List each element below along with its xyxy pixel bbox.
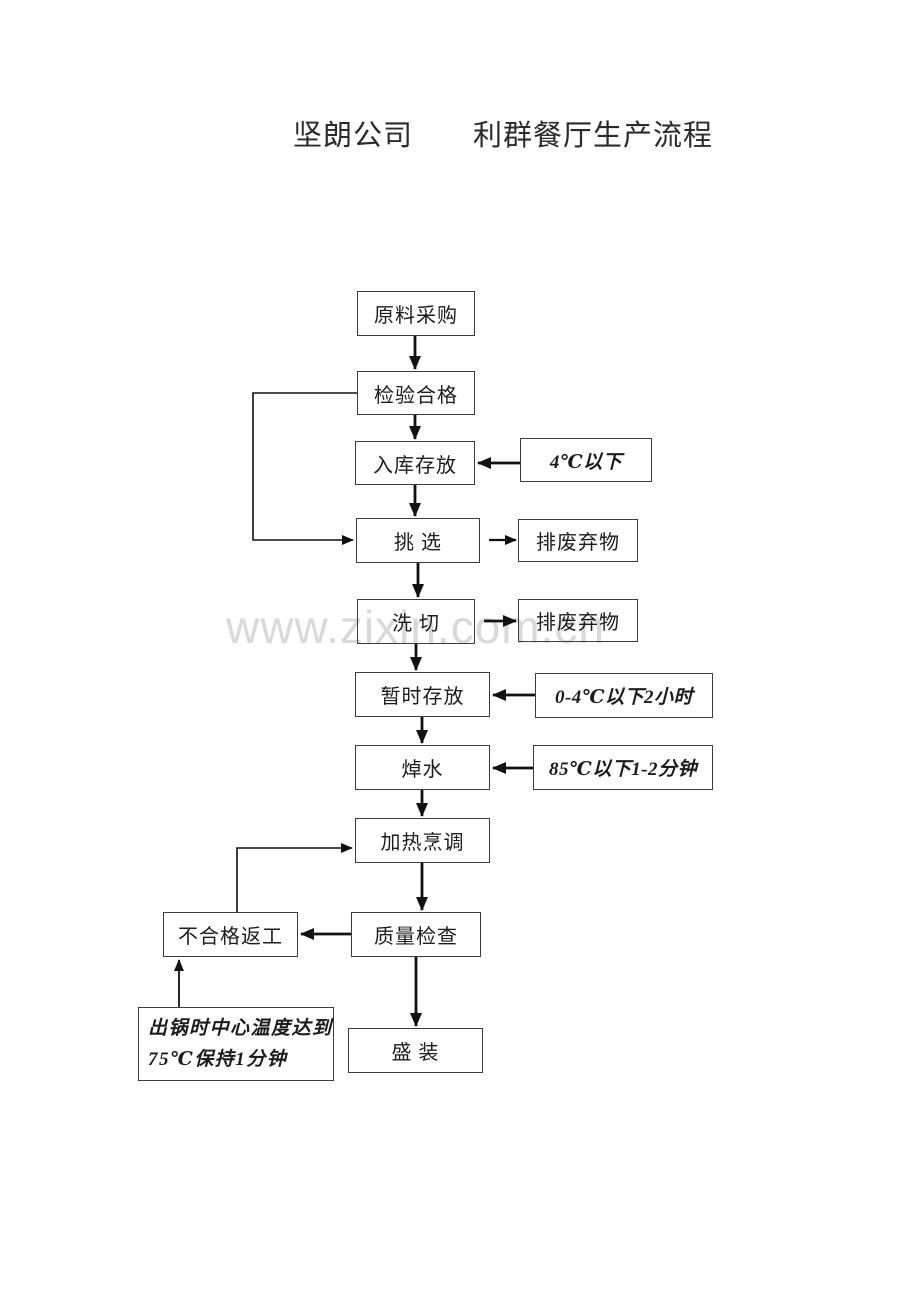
flow-step-blanching: 焯水 bbox=[355, 745, 490, 790]
flow-note-plating-temp: 出锅时中心温度达到 75℃保持1分钟 bbox=[138, 1007, 334, 1081]
flow-step-selection: 挑 选 bbox=[356, 518, 480, 563]
flow-step-waste-selection: 排废弃物 bbox=[518, 519, 638, 562]
flow-note-storage-temp-label: 4℃以下 bbox=[549, 451, 623, 473]
flow-step-purchase-label: 原料采购 bbox=[374, 305, 458, 327]
flow-step-waste-wash: 排废弃物 bbox=[518, 599, 638, 642]
flow-step-rework: 不合格返工 bbox=[163, 912, 298, 957]
loop-inspection-to-selection bbox=[252, 392, 357, 545]
flow-step-wash-cut-label: 洗 切 bbox=[392, 613, 440, 635]
flow-step-inspection: 检验合格 bbox=[357, 371, 475, 415]
flow-step-waste-wash-label: 排废弃物 bbox=[536, 612, 620, 634]
flow-step-plating: 盛 装 bbox=[348, 1028, 483, 1073]
flow-note-blanching-temp-label: 85℃以下1-2分钟 bbox=[548, 759, 698, 780]
flow-step-wash-cut: 洗 切 bbox=[357, 599, 475, 644]
flow-step-cooking-label: 加热烹调 bbox=[380, 832, 465, 854]
flow-step-temp-storage: 暂时存放 bbox=[355, 672, 490, 717]
flow-step-waste-selection-label: 排废弃物 bbox=[536, 532, 620, 554]
loop-rework-to-cooking bbox=[236, 843, 353, 912]
flow-note-plating-temp-line2: 75℃保持1分钟 bbox=[148, 1049, 288, 1070]
flow-step-selection-label: 挑 选 bbox=[394, 532, 442, 554]
flow-step-purchase: 原料采购 bbox=[357, 291, 475, 336]
flow-step-inspection-label: 检验合格 bbox=[374, 384, 458, 407]
flow-note-temp-storage-temp: 0-4℃以下2小时 bbox=[535, 673, 713, 718]
flow-step-blanching-label: 焯水 bbox=[401, 759, 444, 781]
flow-step-quality-check: 质量检查 bbox=[351, 912, 481, 957]
flow-note-blanching-temp: 85℃以下1-2分钟 bbox=[533, 745, 713, 790]
flow-step-quality-check-label: 质量检查 bbox=[374, 926, 458, 948]
flow-note-temp-storage-temp-label: 0-4℃以下2小时 bbox=[554, 687, 694, 708]
flow-note-plating-temp-line1: 出锅时中心温度达到 bbox=[148, 1018, 333, 1039]
page-title: 坚朗公司 利群餐厅生产流程 bbox=[293, 120, 714, 152]
flow-step-cooking: 加热烹调 bbox=[355, 818, 490, 863]
flow-step-storage: 入库存放 bbox=[355, 441, 475, 485]
flow-step-rework-label: 不合格返工 bbox=[178, 926, 283, 948]
flow-step-plating-label: 盛 装 bbox=[391, 1042, 440, 1064]
flow-step-storage-label: 入库存放 bbox=[373, 454, 457, 477]
flow-step-temp-storage-label: 暂时存放 bbox=[380, 686, 465, 708]
flow-note-storage-temp: 4℃以下 bbox=[520, 438, 652, 482]
